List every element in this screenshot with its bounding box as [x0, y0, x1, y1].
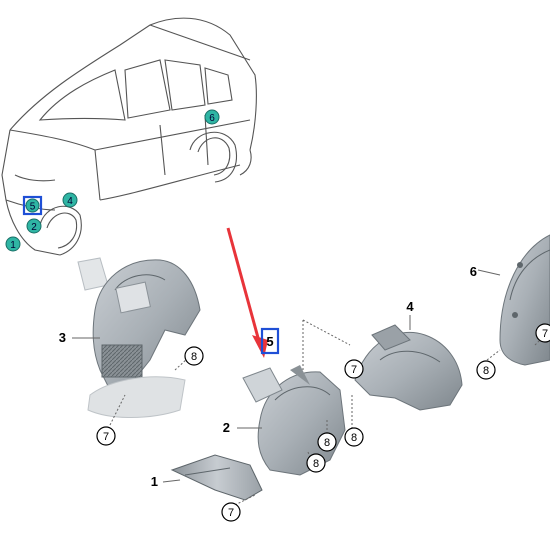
- svg-text:6: 6: [209, 113, 215, 124]
- highlight-box: [22, 195, 43, 216]
- svg-text:5: 5: [266, 334, 273, 349]
- car-marker-6: 6: [204, 109, 220, 125]
- part-5-patch: [242, 367, 283, 403]
- part-label-2: 2: [223, 420, 230, 435]
- car-outline: [1, 17, 257, 256]
- svg-text:8: 8: [191, 351, 197, 363]
- svg-text:4: 4: [67, 196, 73, 207]
- part-1-splash-shield: [170, 454, 263, 501]
- callout-8: 8: [476, 360, 496, 380]
- callout-8: 8: [317, 432, 337, 452]
- part-label-5: 5: [260, 327, 280, 355]
- car-marker-4: 4: [62, 192, 78, 208]
- liner-patch: [77, 257, 109, 291]
- part-label-6: 6: [470, 264, 477, 279]
- car-marker-1: 1: [5, 236, 21, 252]
- part-4-rear-liner: [354, 324, 463, 411]
- svg-text:7: 7: [542, 328, 548, 340]
- callout-8: 8: [184, 346, 204, 366]
- part-label-4: 4: [406, 299, 414, 314]
- callout-7: 7: [535, 323, 550, 343]
- callout-7: 7: [221, 502, 241, 522]
- part-3-wheel-liner: [77, 257, 201, 418]
- svg-text:8: 8: [483, 365, 489, 377]
- callout-8: 8: [344, 427, 364, 447]
- callout-7: 7: [344, 359, 364, 379]
- svg-text:2: 2: [31, 222, 37, 233]
- svg-text:8: 8: [351, 432, 357, 444]
- callout-7: 7: [96, 426, 116, 446]
- part-6-rear-liner: [499, 234, 550, 366]
- svg-text:7: 7: [351, 364, 357, 376]
- part-label-1: 1: [151, 474, 158, 489]
- car-marker-2: 2: [26, 218, 42, 234]
- svg-text:7: 7: [228, 507, 234, 519]
- svg-text:8: 8: [313, 458, 319, 470]
- part-label-3: 3: [59, 330, 66, 345]
- svg-text:7: 7: [103, 431, 109, 443]
- svg-text:8: 8: [324, 437, 330, 449]
- svg-text:5: 5: [30, 202, 36, 213]
- car-marker-5: 5: [22, 195, 43, 216]
- callout-8: 8: [306, 453, 326, 473]
- highlight-box: [260, 327, 280, 355]
- svg-text:1: 1: [10, 240, 16, 251]
